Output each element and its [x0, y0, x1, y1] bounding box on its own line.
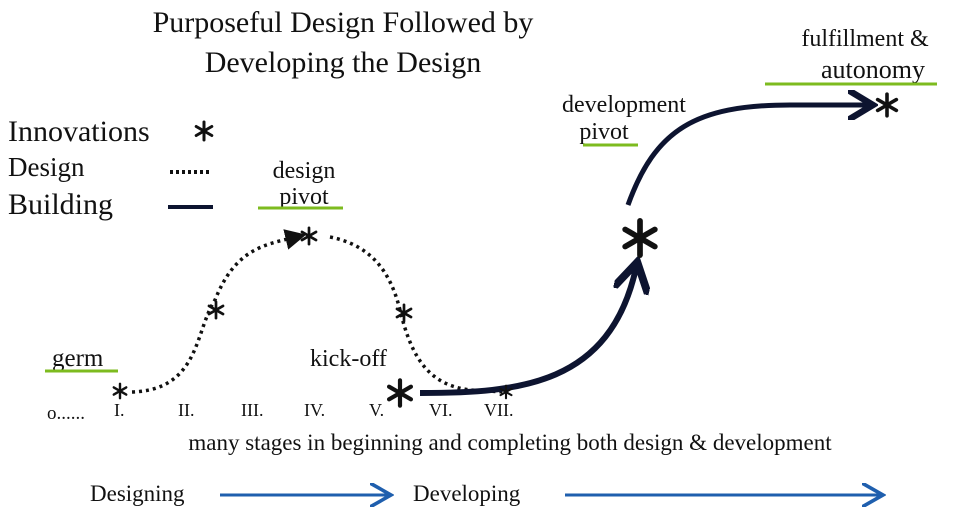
design-pivot-label-2: pivot — [279, 184, 329, 210]
kickoff-asterisk-icon — [389, 380, 411, 405]
stage-label: VI. — [429, 400, 453, 420]
legend-asterisk-icon — [194, 120, 214, 142]
stage-label: VII. — [484, 400, 514, 420]
caption: many stages in beginning and completing … — [188, 430, 832, 455]
phase-developing-label: Developing — [413, 481, 521, 506]
fulfillment-asterisk-icon — [875, 92, 899, 118]
design-path-rise — [131, 229, 307, 394]
fulfillment-label-1: fulfillment & — [801, 26, 929, 52]
stage-label: V. — [369, 400, 384, 420]
building-path-top — [625, 105, 868, 206]
building-path-rise — [419, 268, 636, 396]
stage-label: IV. — [304, 400, 325, 420]
kickoff-label: kick-off — [310, 346, 387, 372]
phase-designing-label: Designing — [90, 481, 185, 506]
design-pivot-label-1: design — [273, 158, 336, 184]
title-line-2: Developing the Design — [205, 46, 482, 79]
legend-design-label: Design — [8, 152, 85, 182]
legend-innovations-label: Innovations — [8, 115, 150, 148]
development-pivot-label-2: pivot — [579, 119, 629, 145]
title-line-1: Purposeful Design Followed by — [153, 6, 534, 39]
innovation-asterisk-icon — [112, 382, 128, 400]
development-pivot-asterisk-icon — [625, 221, 655, 255]
fulfillment-label-2: autonomy — [821, 55, 925, 84]
innovation-asterisk-icon — [300, 226, 318, 246]
stage-label: III. — [241, 400, 263, 420]
legend-building-label: Building — [8, 188, 113, 221]
stage-label: I. — [114, 400, 125, 420]
germ-label: germ — [52, 345, 104, 372]
development-pivot-label-1: development — [562, 92, 686, 118]
stage-label: o...... — [47, 403, 85, 424]
stage-label: II. — [178, 400, 195, 420]
